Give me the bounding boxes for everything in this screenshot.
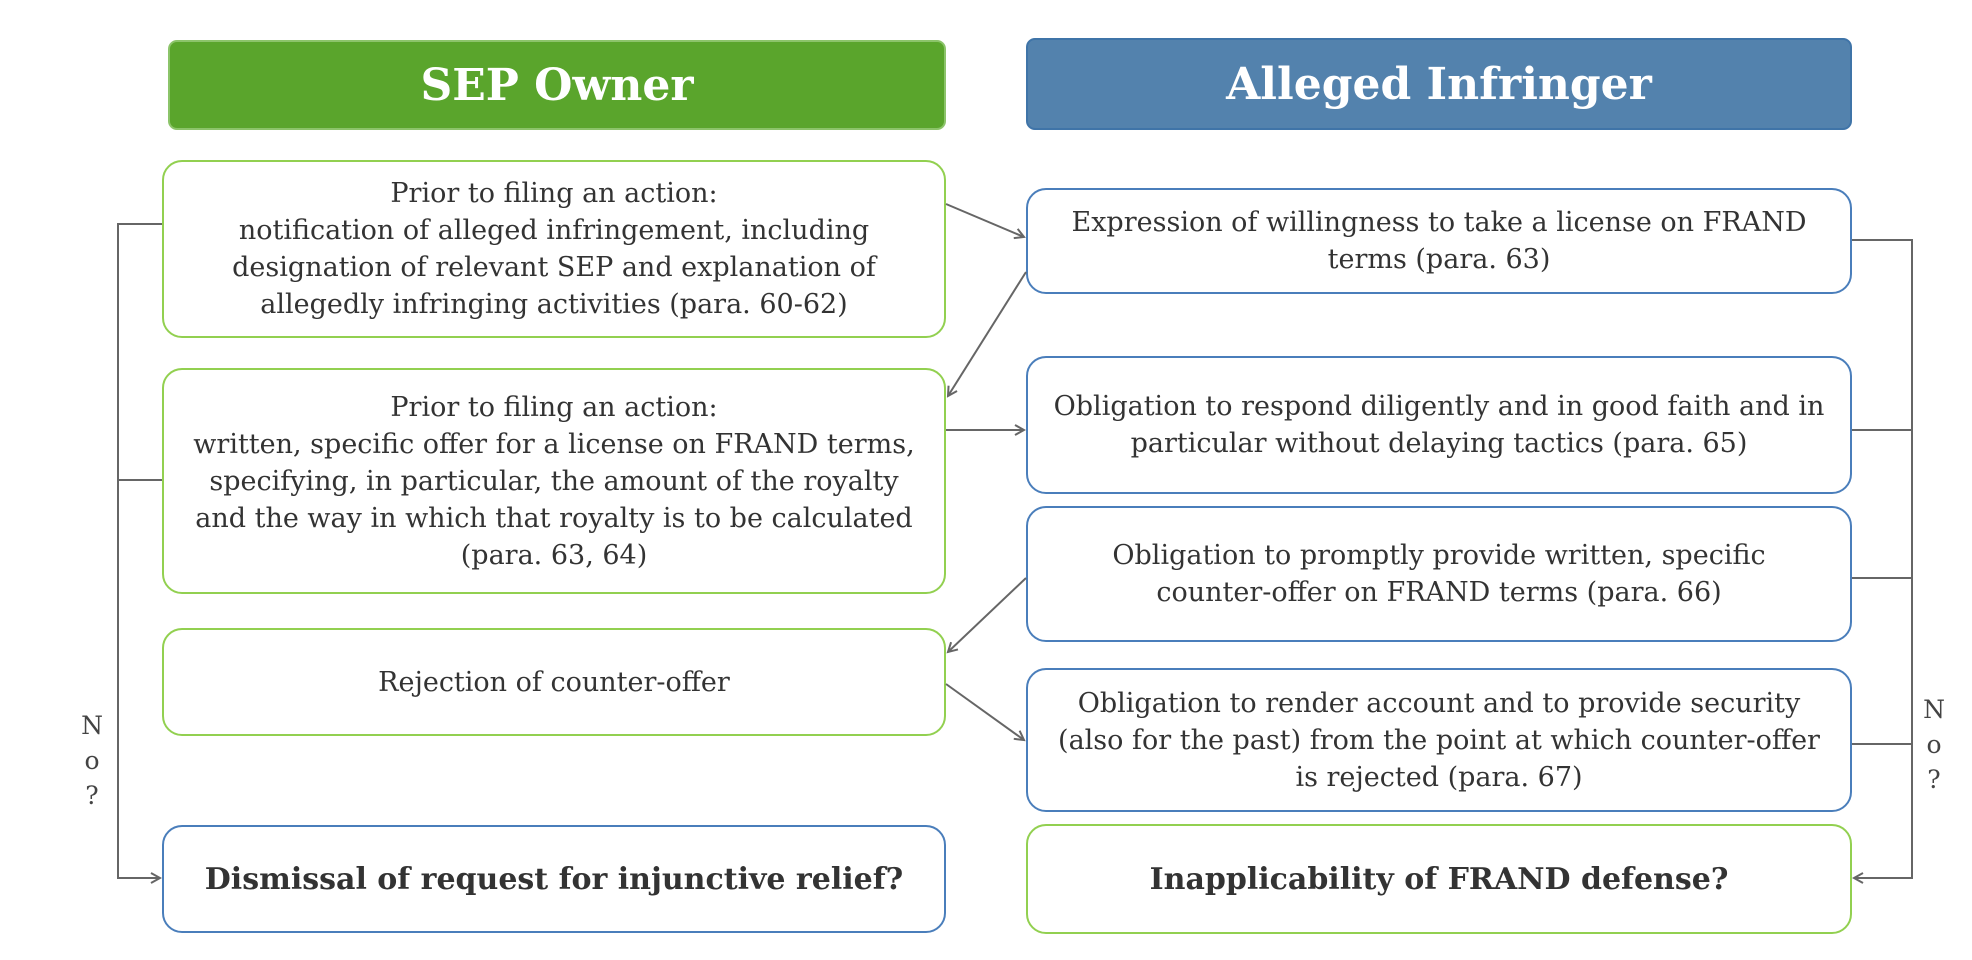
infringer-step-respond: Obligation to respond diligently and in … [1026,356,1852,494]
sep-step-rejection: Rejection of counter-offer [162,628,946,736]
alleged-infringer-header: Alleged Infringer [1026,38,1852,130]
arrow-counter-offer-to-rejection [948,577,1027,652]
infringer-step-willingness: Expression of willingness to take a lice… [1026,188,1852,294]
arrow-notification-to-willingness [945,203,1024,237]
right-no-label: N o ? [1923,695,1945,794]
left-bracket-line [117,223,162,878]
sep-step-offer: Prior to filing an action: written, spec… [162,368,946,594]
infringer-outcome-inapplicability: Inapplicability of FRAND defense? [1026,824,1852,934]
arrow-rejection-to-security [945,683,1024,740]
infringer-step-security: Obligation to render account and to prov… [1026,668,1852,812]
left-no-label: N o ? [81,711,103,810]
infringer-step-counter-offer: Obligation to promptly provide written, … [1026,506,1852,642]
sep-step-notification: Prior to filing an action: notification … [162,160,946,338]
right-bracket-line [1852,239,1913,878]
sep-owner-header: SEP Owner [168,40,946,130]
sep-outcome-dismissal: Dismissal of request for injunctive reli… [162,825,946,933]
arrow-willingness-to-offer [948,271,1027,396]
